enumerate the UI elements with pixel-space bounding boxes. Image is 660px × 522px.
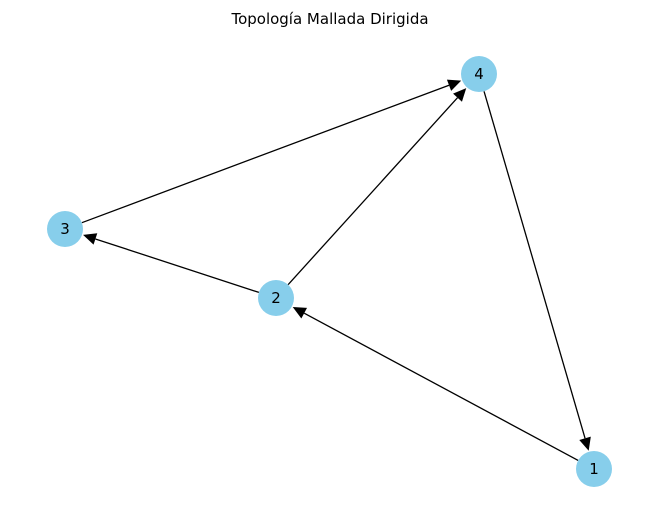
node-circle	[576, 451, 612, 487]
diagram-title: Topología Mallada Dirigida	[230, 10, 428, 28]
edge-line	[483, 91, 586, 439]
edge-line	[95, 238, 260, 294]
edge-line	[287, 97, 458, 286]
edges-layer	[81, 79, 591, 462]
arrowhead-icon	[453, 88, 467, 102]
node-label: 2	[271, 289, 281, 307]
edge-1-to-2	[292, 306, 579, 462]
node-2: 2	[258, 280, 294, 316]
nodes-layer: 1 2 3 4	[47, 56, 612, 487]
edge-2-to-4	[287, 88, 467, 286]
edge-line	[303, 312, 579, 462]
node-label: 4	[474, 65, 484, 83]
arrowhead-icon	[83, 233, 98, 245]
node-circle	[47, 211, 83, 247]
edge-line	[81, 84, 450, 224]
node-4: 4	[461, 56, 497, 92]
node-label: 3	[60, 220, 70, 238]
node-3: 3	[47, 211, 83, 247]
node-label: 1	[589, 460, 599, 478]
edge-3-to-4	[81, 79, 462, 224]
arrowhead-icon	[292, 306, 308, 319]
arrowhead-icon	[579, 436, 591, 451]
node-circle	[258, 280, 294, 316]
node-1: 1	[576, 451, 612, 487]
edge-4-to-1	[483, 91, 591, 451]
edge-2-to-3	[83, 233, 260, 294]
node-circle	[461, 56, 497, 92]
arrowhead-icon	[446, 79, 462, 91]
